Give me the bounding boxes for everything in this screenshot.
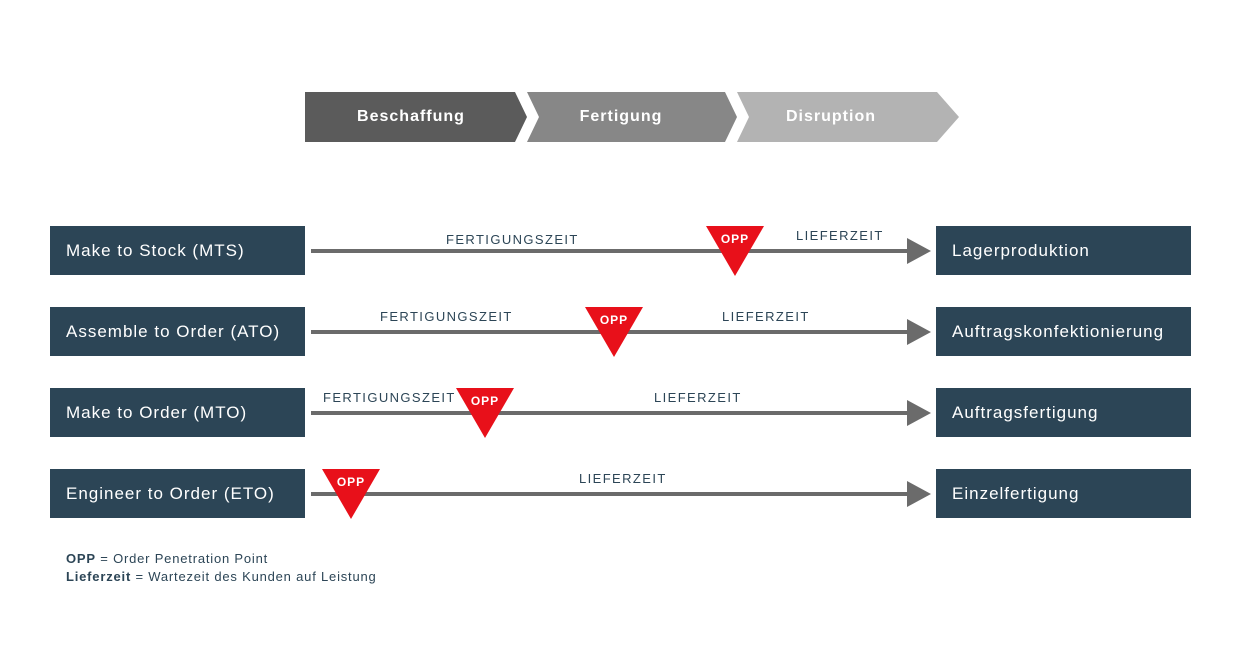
row-eto-opp-label: OPP (336, 475, 366, 489)
row-mts-left-box: Make to Stock (MTS) (50, 226, 305, 275)
row-ato-fertigungszeit-label: FERTIGUNGSZEIT (380, 309, 513, 324)
row-eto-left-box: Engineer to Order (ETO) (50, 469, 305, 518)
phase-label-beschaffung: Beschaffung (357, 108, 465, 125)
row-ato-opp-label: OPP (599, 313, 629, 327)
chevron-divider (515, 92, 539, 142)
row-mts-right-box: Lagerproduktion (936, 226, 1191, 275)
legend-opp-definition: = Order Penetration Point (95, 551, 269, 566)
row-mts-lieferzeit-label: LIEFERZEIT (796, 228, 884, 243)
chevron-divider (725, 92, 749, 142)
row-mto-lieferzeit-label: LIEFERZEIT (654, 390, 742, 405)
row-mto-opp-label: OPP (470, 394, 500, 408)
row-mto-fertigungszeit-label: FERTIGUNGSZEIT (323, 390, 456, 405)
row-eto-right-box: Einzelfertigung (936, 469, 1191, 518)
row-mts-opp-label: OPP (720, 232, 750, 246)
opp-triangle-icon (322, 469, 380, 519)
legend-lieferzeit-definition: = Wartezeit des Kunden auf Leistung (131, 569, 377, 584)
phase-chevron-disruption (725, 92, 959, 142)
row-mts-opp-marker: OPP (706, 226, 764, 276)
legend-lieferzeit-term: Lieferzeit (66, 569, 132, 584)
opp-triangle-icon (456, 388, 514, 438)
opp-triangle-icon (585, 307, 643, 357)
legend-opp-term: OPP (66, 551, 96, 566)
legend-lieferzeit: Lieferzeit = Wartezeit des Kunden auf Le… (66, 569, 377, 584)
row-mts-fertigungszeit-label: FERTIGUNGSZEIT (446, 232, 579, 247)
row-ato-left-box: Assemble to Order (ATO) (50, 307, 305, 356)
phase-chevron-beschaffung (305, 92, 539, 142)
row-mto-right-box: Auftragsfertigung (936, 388, 1191, 437)
phase-chevron-fertigung (515, 92, 749, 142)
row-mto-arrow (311, 400, 931, 426)
phase-chevrons: Beschaffung Fertigung Disruption (305, 92, 965, 142)
row-ato-lieferzeit-label: LIEFERZEIT (722, 309, 810, 324)
row-mto-left-box: Make to Order (MTO) (50, 388, 305, 437)
opp-triangle-icon (706, 226, 764, 276)
row-ato-opp-marker: OPP (585, 307, 643, 357)
row-mto-opp-marker: OPP (456, 388, 514, 438)
phase-label-disruption: Disruption (786, 108, 876, 125)
row-ato-right-box: Auftragskonfektionierung (936, 307, 1191, 356)
row-mts-arrow (311, 238, 931, 264)
row-eto-opp-marker: OPP (322, 469, 380, 519)
row-eto-arrow (311, 481, 931, 507)
legend-opp: OPP = Order Penetration Point (66, 551, 268, 566)
phase-label-fertigung: Fertigung (579, 108, 663, 125)
phase-chevron-shapes (305, 92, 959, 142)
row-eto-lieferzeit-label: LIEFERZEIT (579, 471, 667, 486)
